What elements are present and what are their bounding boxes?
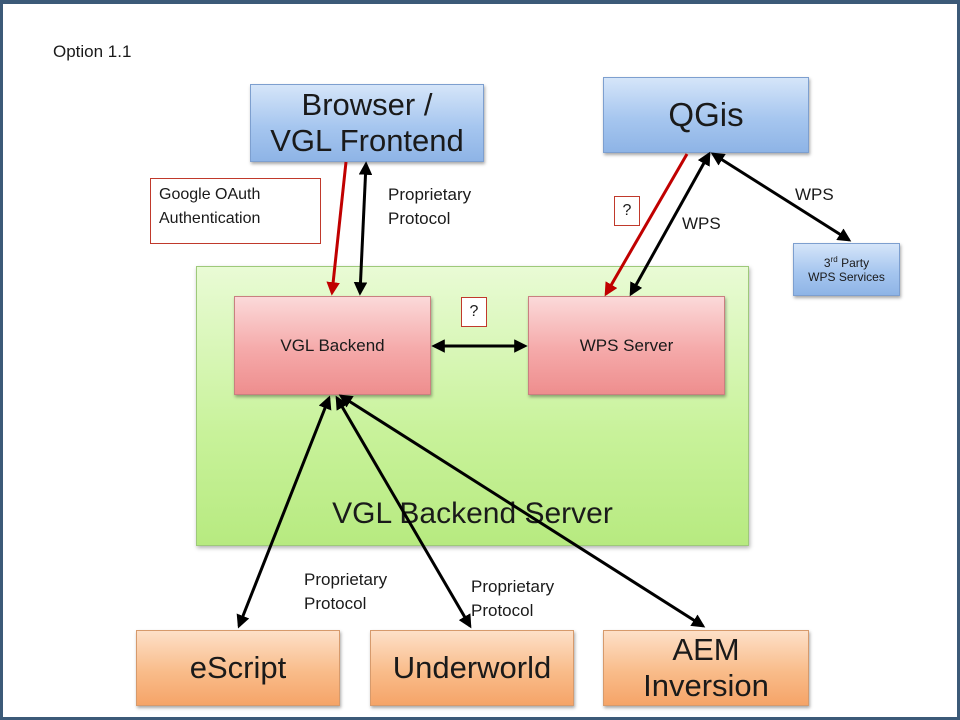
- option-label: Option 1.1: [53, 42, 132, 61]
- escript-node: eScript: [136, 630, 340, 706]
- third-party-ordinal: 3: [823, 255, 831, 270]
- arrow-backend-escript: [236, 395, 332, 629]
- vgl-backend-node: VGL Backend: [234, 296, 431, 395]
- third-party-ordinal-suffix: rd: [830, 254, 838, 264]
- arrow-backend-aem: [338, 394, 706, 628]
- third-party-party-word: Party: [837, 255, 870, 270]
- aem-inversion-node: AEM Inversion: [603, 630, 809, 706]
- arrow-qgis-third-party: [710, 152, 852, 242]
- arrow-browser-backend-proprietary: [353, 161, 373, 296]
- arrow-qgis-wps-server: [629, 151, 711, 297]
- google-oauth-label: Google OAuth Authentication: [150, 178, 321, 244]
- connection-arrows: [236, 151, 852, 629]
- underworld-node: Underworld: [370, 630, 574, 706]
- proprietary-protocol-top-label: Proprietary Protocol: [388, 185, 472, 228]
- arrow-oauth-browser-to-backend: [326, 161, 348, 296]
- qgis-node: QGis: [603, 77, 809, 153]
- third-party-line1: 3rd Party: [824, 255, 869, 271]
- arrow-qgis-to-wps-red: [604, 153, 689, 297]
- browser-frontend-node: Browser / VGL Frontend: [250, 84, 484, 162]
- question-label-middle: ?: [461, 297, 487, 327]
- third-party-line2: WPS Services: [808, 269, 885, 284]
- arrow-backend-underworld: [335, 395, 472, 629]
- third-party-wps-node: 3rd Party WPS Services: [793, 243, 900, 296]
- wps-server-node: WPS Server: [528, 296, 725, 395]
